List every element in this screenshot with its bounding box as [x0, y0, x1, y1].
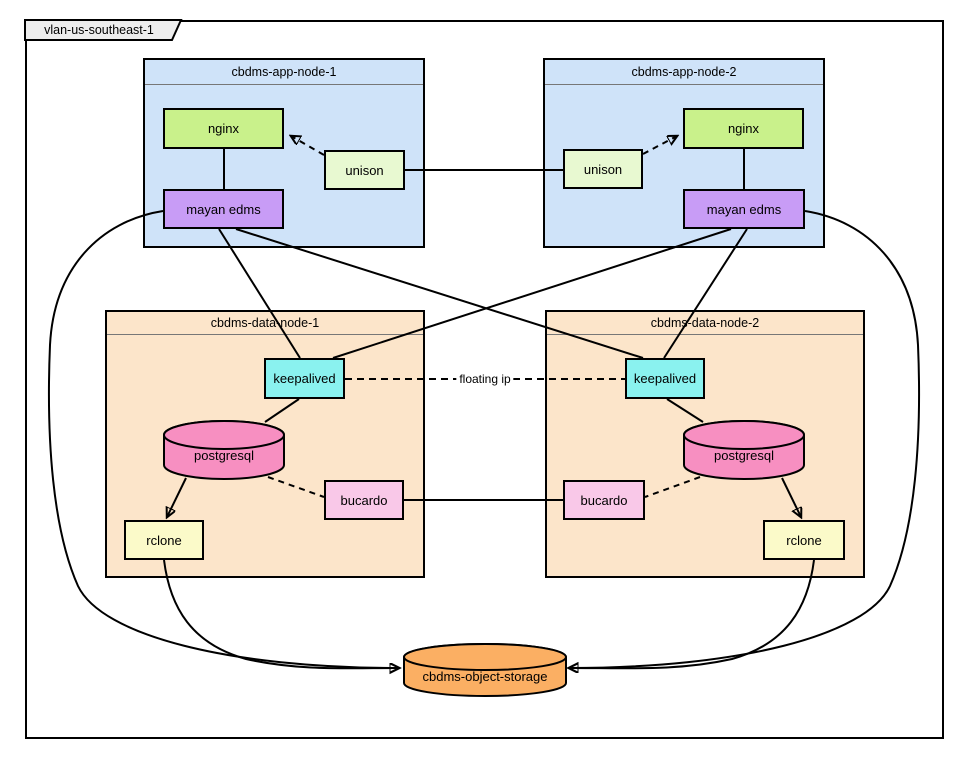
container-title: cbdms-data-node-2 [547, 312, 863, 335]
node-label: postgresql [714, 448, 774, 463]
node-rclone-1: rclone [124, 520, 204, 560]
node-label: postgresql [194, 448, 254, 463]
node-unison-2: unison [563, 149, 643, 189]
vlan-tab: vlan-us-southeast-1 [24, 19, 183, 41]
node-keepalived-2: keepalived [625, 358, 705, 399]
node-nginx-2: nginx [683, 108, 804, 149]
node-label: bucardo [340, 492, 388, 508]
storage-cylinder-icon [403, 643, 567, 697]
node-label: keepalived [273, 371, 336, 386]
node-label: unison [345, 162, 384, 178]
vlan-tab-shape [24, 19, 183, 41]
node-postgresql-1: postgresql [163, 420, 285, 480]
vlan-container [25, 20, 944, 739]
container-title: cbdms-app-node-1 [145, 60, 423, 85]
node-label: unison [583, 161, 623, 177]
container-title: cbdms-data-node-1 [107, 312, 423, 335]
node-label: keepalived [633, 371, 697, 386]
node-rclone-2: rclone [763, 520, 845, 560]
node-mayan-edms-2: mayan edms [683, 189, 805, 229]
node-label: mayan edms [186, 201, 261, 217]
node-unison-1: unison [324, 150, 405, 190]
node-bucardo-2: bucardo [563, 480, 645, 520]
node-label: bucardo [580, 492, 628, 508]
floating-ip-label: floating ip [456, 372, 514, 386]
vlan-label: vlan-us-southeast-1 [44, 23, 154, 37]
node-nginx-1: nginx [163, 108, 284, 149]
node-label: nginx [727, 121, 760, 136]
node-keepalived-1: keepalived [264, 358, 345, 399]
node-label: rclone [786, 532, 822, 548]
node-label: cbdms-object-storage [422, 669, 548, 684]
node-mayan-edms-1: mayan edms [163, 189, 284, 229]
node-postgresql-2: postgresql [683, 420, 805, 480]
node-label: mayan edms [706, 201, 782, 217]
node-label: nginx [207, 121, 240, 136]
node-label: rclone [146, 532, 182, 548]
node-object-storage: cbdms-object-storage [403, 643, 567, 697]
container-title: cbdms-app-node-2 [545, 60, 823, 85]
node-bucardo-1: bucardo [324, 480, 404, 520]
